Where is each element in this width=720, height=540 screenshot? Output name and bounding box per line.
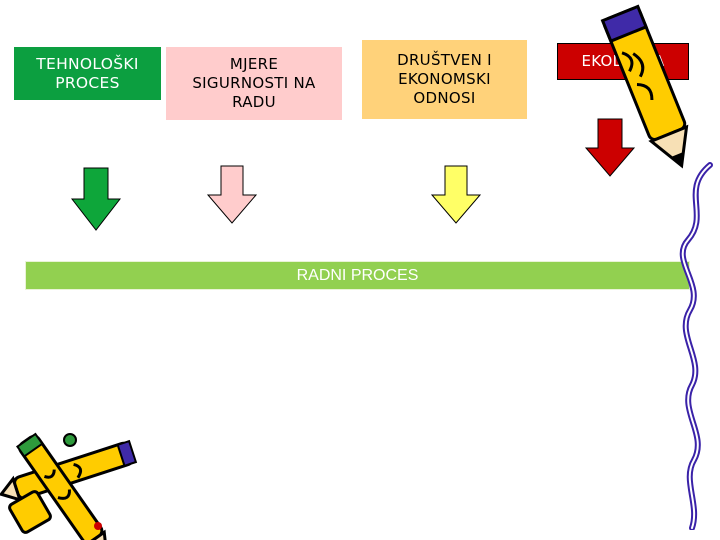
arrow-down-pink (206, 165, 258, 225)
arrow-down-green (70, 167, 122, 232)
crossed-pencils-icon (0, 430, 150, 540)
wavy-line (670, 160, 720, 530)
box-tehnoloski-proces: TEHNOLOŠKI PROCES (14, 47, 161, 100)
box-drustveni-odnosi: DRUŠTVEN I EKONOMSKI ODNOSI (362, 40, 527, 119)
arrow-down-yellow (430, 165, 482, 225)
radni-proces-bar: RADNI PROCES (25, 261, 690, 290)
box-mjere-sigurnosti: MJERE SIGURNOSTI NA RADU (166, 47, 342, 120)
pencil-icon (590, 0, 710, 180)
